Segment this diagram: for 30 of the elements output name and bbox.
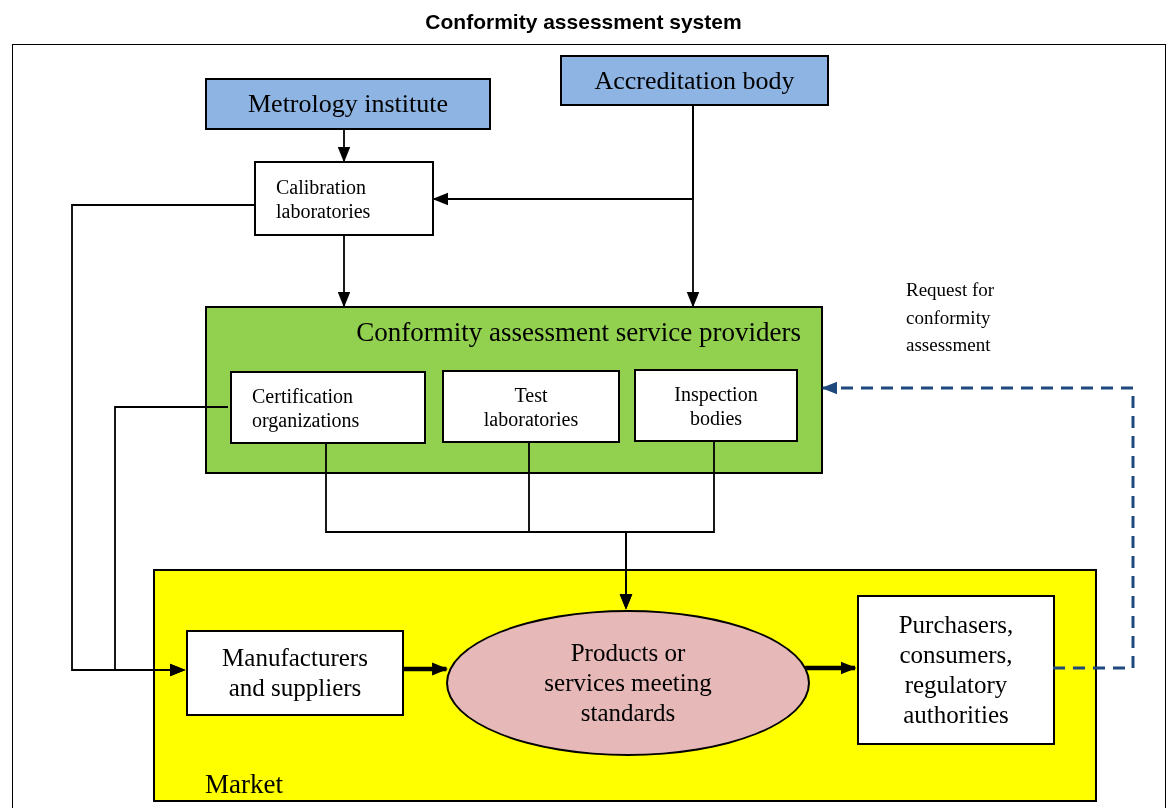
process-box [634, 369, 798, 442]
process-box [230, 371, 426, 444]
arrow [805, 661, 857, 675]
arrow [402, 662, 449, 676]
arrow [114, 406, 229, 677]
process-box [442, 370, 620, 443]
process-box [186, 630, 404, 716]
arrow [686, 105, 700, 308]
process-box [857, 595, 1055, 745]
box-label: Products or services meeting standards [543, 638, 713, 728]
group-panel [205, 306, 823, 474]
box-label: Manufacturers and suppliers [221, 643, 369, 703]
box-label: Certification organizations [252, 383, 361, 432]
institute-box [560, 55, 829, 106]
process-box [254, 161, 434, 236]
box-label: Accreditation body [594, 64, 795, 97]
box-label: Inspection bodies [673, 381, 759, 430]
arrow [337, 129, 351, 163]
arrow [619, 439, 715, 610]
box-label: Calibration laboratories [276, 174, 372, 223]
box-label: Test laboratories [482, 382, 580, 431]
institute-box [205, 78, 491, 130]
diagram-title: Conformity assessment system [424, 10, 743, 34]
arrow [821, 381, 1135, 670]
box-label: Purchasers, consumers, regulatory authorities [897, 610, 1015, 730]
box-label: Metrology institute [247, 88, 448, 120]
arrow [337, 235, 351, 308]
group-heading: Market [205, 767, 283, 800]
group-heading: Conformity assessment service providers [356, 316, 801, 349]
market-panel [153, 569, 1097, 802]
